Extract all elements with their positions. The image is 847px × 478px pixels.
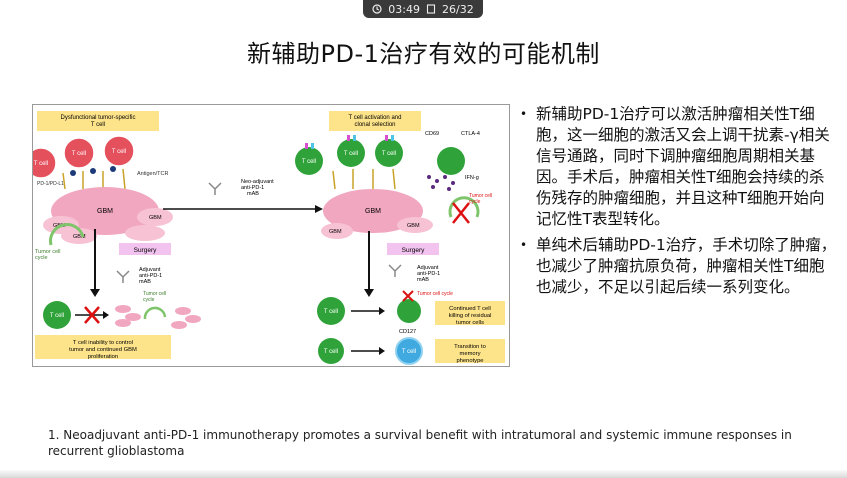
slide-title: 新辅助PD-1治疗有效的可能机制 xyxy=(247,40,600,68)
bullet-dot: • xyxy=(520,107,528,121)
bullet-item: • 新辅助PD-1治疗可以激活肿瘤相关性T细胞，这一细胞的激活又会上调干扰素-γ… xyxy=(520,104,838,230)
adjuvant-antibody-icon xyxy=(116,270,130,283)
gbm-small-2: GBM xyxy=(149,215,162,221)
left-green-tcell-text: T cell xyxy=(50,313,64,319)
ctla4-label: CTLA-4 xyxy=(461,131,480,137)
svg-text:T cell: T cell xyxy=(324,349,338,355)
red-t-cells xyxy=(25,135,135,179)
reference-footnote: 1. Neoadjuvant anti-PD-1 immunotherapy p… xyxy=(48,428,792,458)
bullet-text: 新辅助PD-1治疗可以激活肿瘤相关性T细胞，这一细胞的激活又会上调干扰素-γ相关… xyxy=(536,105,830,228)
svg-text:T cell: T cell xyxy=(402,349,416,355)
left-gbm-text: GBM xyxy=(97,208,113,215)
page-icon xyxy=(426,4,436,14)
ifn-dots xyxy=(427,175,455,191)
left-cycle-arrow xyxy=(49,223,85,246)
left-antigen-dots xyxy=(70,166,116,176)
page-counter: 26/32 xyxy=(442,2,474,16)
svg-text:GBM: GBM xyxy=(407,223,420,229)
bullet-dot: • xyxy=(520,238,528,252)
gbm-small-3: GBM xyxy=(73,234,86,240)
bullet-item: • 单纯术后辅助PD-1治疗，手术切除了肿瘤，也减少了肿瘤抗原负荷，肿瘤相关性T… xyxy=(520,235,838,298)
bullet-list: • 新辅助PD-1治疗可以激活肿瘤相关性T细胞，这一细胞的激活又会上调干扰素-γ… xyxy=(520,104,838,303)
right-result-box-1 xyxy=(435,301,505,325)
left-receptors xyxy=(62,168,126,190)
svg-text:T cell: T cell xyxy=(302,159,316,165)
right-markers xyxy=(305,135,388,149)
svg-text:T cell: T cell xyxy=(344,151,358,157)
bullet-text: 单纯术后辅助PD-1治疗，手术切除了肿瘤，也减少了肿瘤抗原负荷，肿瘤相关性T细胞… xyxy=(536,236,837,296)
right-result-box-2 xyxy=(435,339,505,363)
pd1-label: PD-1/PD-L1 xyxy=(37,181,64,187)
right-cycle-arrow xyxy=(448,196,480,218)
ifn-label: IFN-g xyxy=(465,175,479,181)
neo-antibody-icon xyxy=(208,182,222,195)
green-t-cells xyxy=(295,139,465,175)
right-surgery-box xyxy=(387,243,439,255)
right-surgery-text: Surgery xyxy=(402,247,426,254)
cd127-label: CD127 xyxy=(399,329,416,335)
svg-text:GBM: GBM xyxy=(329,229,342,235)
svg-text:T cell: T cell xyxy=(324,309,338,315)
clock-icon xyxy=(372,4,382,14)
svg-text:T cell: T cell xyxy=(382,151,396,157)
slide-bottom-edge xyxy=(0,470,847,478)
left-green-tcell xyxy=(43,301,71,329)
svg-text:Tumor cell cycle: Tumor cell cycle xyxy=(417,291,453,297)
tcell-label-1: T cell xyxy=(34,161,48,167)
left-result-box xyxy=(35,335,171,359)
right-header-box xyxy=(329,111,421,131)
left-header-box xyxy=(37,111,159,131)
tcell-label-3: T cell xyxy=(112,149,126,155)
right-gbm-main xyxy=(323,189,423,233)
tcell-label-2: T cell xyxy=(72,151,86,157)
right-block-x xyxy=(452,202,470,224)
antigen-label: Antigen/TCR xyxy=(137,171,169,177)
left-block-x xyxy=(84,306,100,324)
right-gbm-text: GBM xyxy=(365,208,381,215)
playback-time: 03:49 xyxy=(388,2,420,16)
memory-tcell xyxy=(395,337,423,365)
player-status-bar: 03:49 26/32 xyxy=(363,0,483,18)
left-surgery-text: Surgery xyxy=(134,247,158,254)
small-gbm-cluster xyxy=(115,305,201,329)
cd69-label: CD69 xyxy=(425,131,439,137)
left-surgery-box xyxy=(119,243,171,255)
